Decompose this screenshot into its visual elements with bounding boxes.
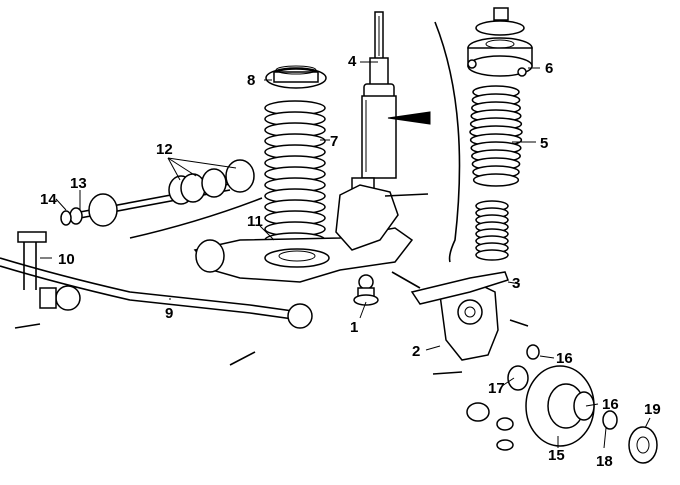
- detail-curve-left: [129, 197, 263, 239]
- callout-13: 13: [70, 175, 87, 192]
- callout-3: 3: [512, 275, 520, 292]
- callout-9: 9: [165, 305, 173, 322]
- shock-absorber: [351, 11, 431, 201]
- lower-control-arm: [193, 184, 414, 283]
- strut-mount: [467, 7, 533, 77]
- callout-17: 17: [488, 380, 505, 397]
- callout-4: 4: [348, 53, 357, 70]
- callout-11: 11: [247, 213, 263, 230]
- callout-16-lower: 16: [602, 396, 619, 413]
- stabilizer-link: [60, 159, 255, 227]
- spring-isolator: [265, 65, 327, 89]
- coil-spring: [264, 100, 326, 248]
- detail-curve-right: [434, 21, 461, 263]
- callout-7: 7: [330, 133, 338, 150]
- callout-1: 1: [350, 319, 358, 336]
- ball-joint: [353, 274, 379, 306]
- callout-14: 14: [40, 191, 57, 208]
- callout-19: 19: [644, 401, 661, 418]
- stabilizer-bar: [0, 231, 313, 329]
- strut-bellows: [469, 85, 523, 187]
- callout-18: 18: [596, 453, 613, 470]
- bolts: [14, 193, 529, 375]
- callout-15: 15: [548, 447, 565, 464]
- leader-lines: [40, 61, 651, 449]
- steering-knuckle: [410, 271, 509, 361]
- callout-5: 5: [540, 135, 548, 152]
- callout-2: 2: [412, 343, 420, 360]
- callout-10: 10: [58, 251, 75, 268]
- callout-8: 8: [247, 72, 255, 89]
- callout-16-upper: 16: [556, 350, 573, 367]
- callout-6: 6: [545, 60, 553, 77]
- coil-ring: [472, 173, 520, 187]
- callout-12: 12: [156, 141, 173, 158]
- callout-labels: 1 2 3 4 5 6 7 8 9 10 11 12 13 14 15 16 1…: [40, 53, 661, 470]
- brake-disc-hub: [466, 344, 658, 464]
- bump-stop: [475, 200, 509, 261]
- coil-ring: [475, 249, 509, 261]
